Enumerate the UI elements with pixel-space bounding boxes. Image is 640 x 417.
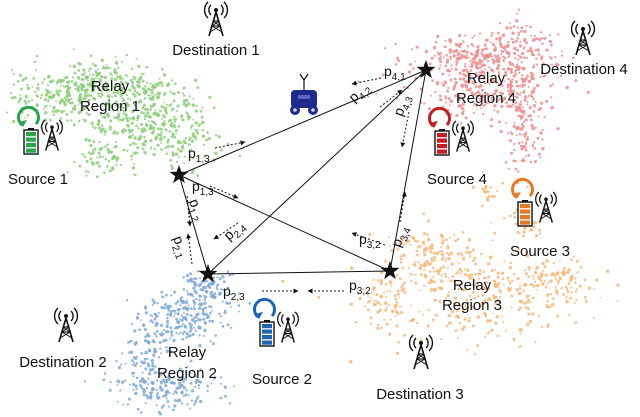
antenna-tower-icon bbox=[40, 119, 64, 152]
uav-robot-icon bbox=[290, 73, 318, 115]
power-arrow bbox=[400, 111, 410, 148]
link-2-3 bbox=[207, 270, 391, 275]
link-power-label: p3,2 bbox=[359, 231, 381, 251]
power-arrow bbox=[186, 195, 193, 227]
power-arrow bbox=[186, 233, 193, 265]
link-power-label: p3,4 bbox=[388, 223, 414, 251]
power-arrow bbox=[214, 140, 246, 149]
svg-text:Relay: Relay bbox=[467, 70, 506, 87]
link-power-label: p3,2 bbox=[349, 277, 371, 297]
power-arrow bbox=[351, 77, 382, 86]
star-icon bbox=[169, 165, 189, 184]
svg-text:Destination 3: Destination 3 bbox=[376, 386, 464, 403]
destination-4: Destination 4 bbox=[540, 20, 628, 78]
relay-region-1-label: Relay Region 1 bbox=[80, 78, 140, 115]
link-power-label: p4,1 bbox=[384, 63, 406, 83]
link-1-4 bbox=[178, 69, 427, 176]
link-power-label: p1,3 bbox=[192, 178, 214, 198]
relay-region-2-label: Relay Region 2 bbox=[157, 344, 217, 382]
link-power-label: p2,3 bbox=[223, 283, 245, 303]
source-4-label: Source 4 bbox=[427, 171, 487, 188]
antenna-tower-icon bbox=[53, 307, 79, 343]
power-arrows bbox=[186, 77, 410, 294]
svg-text:Destination 1: Destination 1 bbox=[172, 42, 260, 59]
link-power-label: p4,2 bbox=[345, 79, 375, 109]
svg-text:Relay: Relay bbox=[91, 78, 130, 95]
link-power-label: p4,3 bbox=[390, 92, 416, 120]
source-3-label: Source 3 bbox=[510, 243, 570, 260]
relay-region-4-label: Relay Region 4 bbox=[456, 70, 516, 107]
power-arrow bbox=[379, 89, 403, 108]
source-4-icon bbox=[428, 106, 475, 156]
destination-2: Destination 2 bbox=[19, 307, 107, 371]
star-icon bbox=[380, 261, 400, 280]
star-icon bbox=[198, 264, 218, 283]
star-icon bbox=[416, 60, 436, 79]
relay-nodes bbox=[169, 60, 436, 283]
link-power-label: p2,1 bbox=[166, 234, 192, 262]
antenna-tower-icon bbox=[276, 311, 300, 344]
links bbox=[178, 69, 427, 275]
source-1-icon bbox=[17, 105, 64, 155]
svg-text:Region 1: Region 1 bbox=[80, 98, 140, 115]
relay-region-3-cloud bbox=[281, 171, 620, 364]
source-2-icon bbox=[253, 297, 300, 347]
svg-text:Relay: Relay bbox=[168, 344, 207, 361]
link-2-4 bbox=[207, 69, 427, 275]
source-3-icon bbox=[511, 177, 558, 227]
antenna-tower-icon bbox=[203, 1, 229, 37]
link-power-label: p2,4 bbox=[220, 217, 250, 247]
power-arrow bbox=[399, 191, 407, 223]
power-arrow bbox=[209, 185, 239, 199]
antenna-tower-icon bbox=[451, 120, 475, 153]
svg-text:Region 2: Region 2 bbox=[157, 365, 217, 382]
relay-region-4-cloud bbox=[357, 8, 590, 188]
svg-text:Region 3: Region 3 bbox=[442, 297, 502, 314]
power-arrow bbox=[213, 222, 239, 240]
svg-text:Destination 2: Destination 2 bbox=[19, 354, 107, 371]
source-2-label: Source 2 bbox=[252, 371, 312, 388]
link-1-2 bbox=[178, 174, 209, 275]
sources bbox=[17, 105, 558, 347]
power-arrow bbox=[351, 232, 386, 246]
destination-1: Destination 1 bbox=[172, 1, 260, 59]
link-power-label: p1,3 bbox=[188, 145, 210, 165]
link-1-3 bbox=[178, 174, 391, 272]
source-1-label: Source 1 bbox=[8, 171, 68, 188]
svg-text:Destination 4: Destination 4 bbox=[540, 61, 628, 78]
relay-region-3-label: Relay Region 3 bbox=[442, 277, 502, 314]
antenna-tower-icon bbox=[534, 191, 558, 224]
destination-3: Destination 3 bbox=[376, 334, 464, 403]
relay-region-2-cloud bbox=[84, 270, 252, 416]
svg-text:Relay: Relay bbox=[453, 277, 492, 294]
link-3-4 bbox=[389, 69, 427, 272]
antenna-tower-icon bbox=[570, 20, 596, 56]
svg-text:Region 4: Region 4 bbox=[456, 90, 516, 107]
relay-region-1-cloud bbox=[6, 48, 242, 179]
